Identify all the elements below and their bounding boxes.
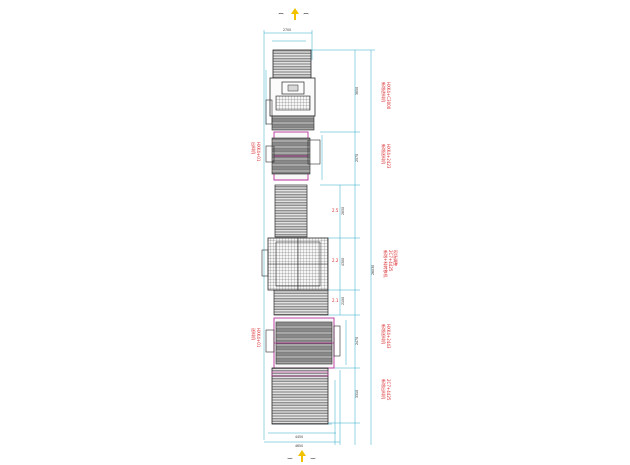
dim-top-width: 2700 — [283, 28, 291, 32]
label-right-3: 新增+料转移机 2C7+4425 现场调整 — [383, 250, 399, 277]
dim-bottom-width-mid: 4450 — [295, 435, 303, 439]
label-right-5-line-2: 2C7+4425 — [386, 379, 391, 401]
dim-bottom-width-outer: 4650 — [295, 444, 303, 448]
section-feeder-upper — [265, 131, 321, 181]
label-right-4-line-2: HXK4+2443 — [386, 324, 391, 349]
label-right-3-line-3: 现场调整 — [393, 250, 399, 266]
label-right-5-line-1: 新增出料机 — [381, 379, 387, 399]
section-infeed — [265, 49, 316, 131]
label-right-2-line-1: 新增送料机 — [381, 144, 387, 164]
label-right-4: 新增送料机 HXK4+2443 — [381, 324, 391, 349]
top-right-marker: ⌣ — [303, 8, 309, 18]
section-conveyor-long — [274, 184, 308, 238]
label-left-1: 出料机 HXK4+01 — [251, 142, 261, 162]
bottom-right-marker: ⌣ — [310, 454, 316, 464]
label-left-1-line-1: 出料机 — [251, 142, 257, 154]
label-right-1-line-1: 新增进料机 — [381, 82, 387, 102]
dim-segment-3: 2850 — [341, 207, 345, 215]
section-conveyor-short — [273, 289, 329, 316]
section-outfeed — [271, 367, 329, 425]
label-left-1-line-2: HXK4+01 — [256, 142, 261, 162]
mid-marker-1: 2.5 — [332, 208, 339, 213]
label-right-5: 新增出料机 2C7+4425 — [381, 379, 391, 401]
curved-marker-icon: ⌣ — [278, 8, 284, 18]
top-arrow — [291, 8, 299, 20]
label-right-4-line-1: 新增送料机 — [381, 324, 387, 344]
dim-segment-6: 2470 — [355, 337, 359, 345]
top-left-marker: ⌣ — [278, 8, 284, 18]
label-right-1: 新增进料机 HXK4+C3000 — [381, 82, 391, 110]
label-right-3-line-1: 新增+料转移机 — [383, 250, 389, 277]
bottom-left-marker: ⌣ — [287, 454, 293, 464]
mid-marker-2: 2.2 — [332, 258, 339, 263]
up-arrow-icon — [291, 8, 299, 14]
dimension-labels: 2700 4200 4450 4650 26030 3850 2570 2850… — [283, 28, 375, 448]
bottom-arrow — [298, 450, 306, 462]
section-transfer — [261, 237, 329, 291]
mid-marker-3: 2.1 — [332, 298, 339, 303]
dim-segment-2: 2570 — [355, 154, 359, 162]
label-left-2-line-1: 送料机 — [251, 328, 257, 340]
dim-segment-5: 2100 — [341, 297, 345, 305]
dim-segment-7: 3310 — [355, 390, 359, 398]
label-left-2: 送料机 HXK4+01 — [251, 328, 261, 348]
label-right-3-line-2: 2C7+4425 — [388, 250, 393, 272]
dim-segment-1: 3850 — [355, 87, 359, 95]
label-right-2: 新增送料机 HXK4+2423 — [381, 144, 391, 169]
section-feeder-lower — [265, 317, 341, 369]
up-arrow-icon — [298, 450, 306, 456]
label-right-1-line-2: HXK4+C3000 — [386, 82, 391, 110]
label-left-2-line-2: HXK4+01 — [256, 328, 261, 348]
curved-marker-icon: ⌣ — [303, 8, 309, 18]
dim-segment-4: 4300 — [341, 258, 345, 266]
curved-marker-icon: ⌣ — [310, 454, 316, 464]
dim-total-height: 26030 — [371, 265, 375, 275]
dimension-lines — [263, 30, 375, 445]
label-right-2-line-2: HXK4+2423 — [386, 144, 391, 169]
curved-marker-icon: ⌣ — [287, 454, 293, 464]
